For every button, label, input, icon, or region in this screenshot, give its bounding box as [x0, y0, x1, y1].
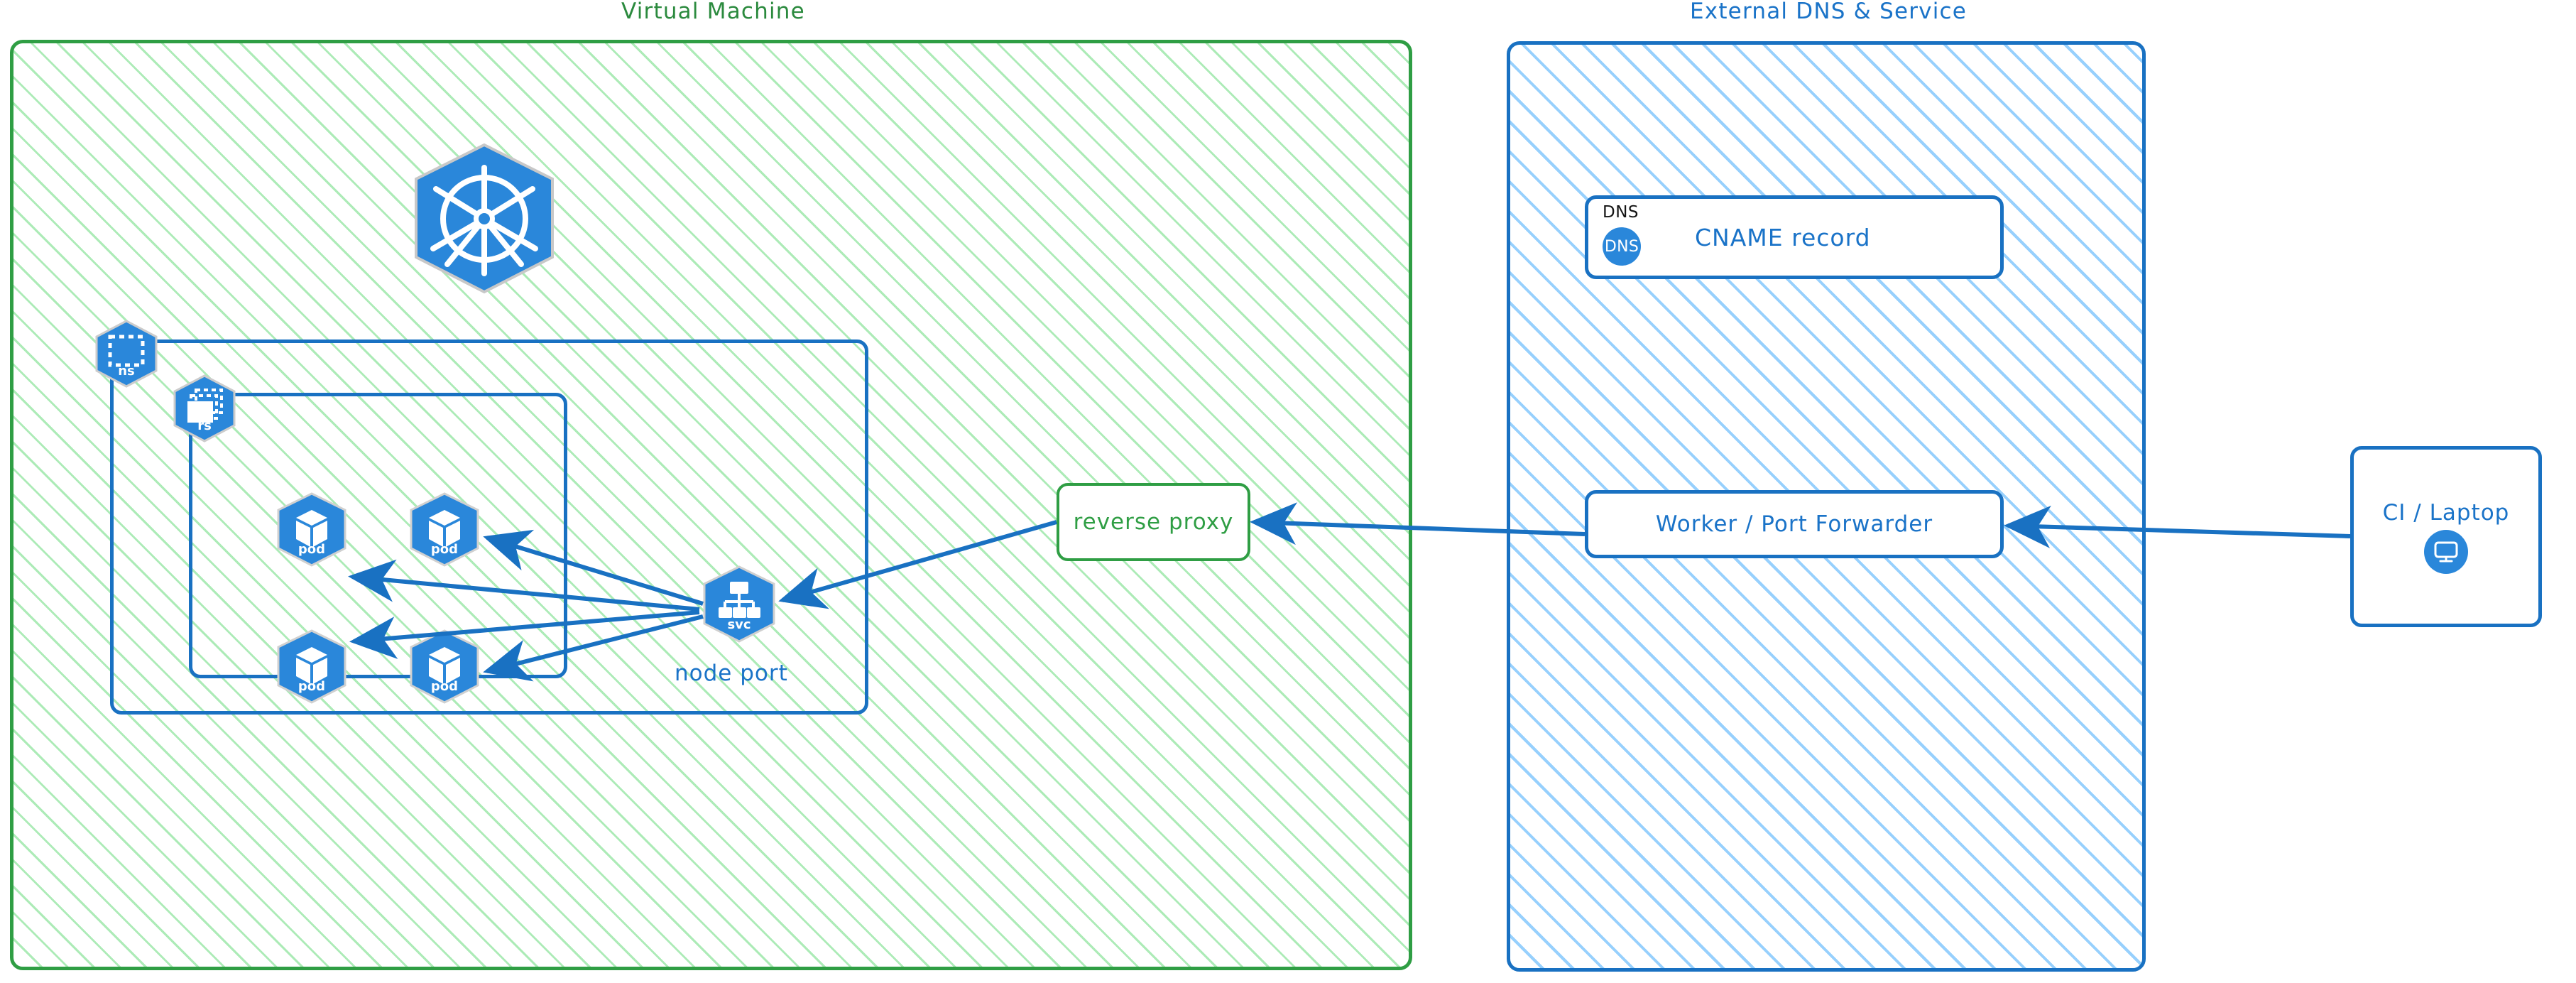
reverse-proxy-label: reverse proxy	[1073, 509, 1234, 535]
monitor-icon	[2424, 529, 2468, 574]
cname-record-label: CNAME record	[1695, 223, 1871, 251]
worker-port-forwarder-box[interactable]: Worker / Port Forwarder	[1585, 490, 2004, 558]
replicaset-container	[189, 393, 567, 678]
worker-port-forwarder-label: Worker / Port Forwarder	[1655, 511, 1933, 537]
node-port-caption: node port	[675, 661, 788, 686]
service-node: svc	[699, 565, 779, 644]
group-title-virtual-machine: Virtual Machine	[621, 0, 805, 24]
dns-card-tag: DNS	[1603, 203, 1639, 222]
ci-laptop-label: CI / Laptop	[2382, 499, 2510, 526]
group-title-external-dns-service: External DNS & Service	[1690, 0, 1968, 24]
reverse-proxy-box[interactable]: reverse proxy	[1057, 483, 1250, 561]
ci-laptop-box[interactable]: CI / Laptop	[2350, 446, 2542, 627]
pod-node-2: pod	[406, 492, 483, 568]
pod-node-3: pod	[273, 629, 350, 705]
replicaset-badge: rs	[170, 374, 239, 442]
dns-icon: DNS	[1603, 227, 1641, 266]
dns-record-card[interactable]: DNS DNS CNAME record	[1585, 195, 2004, 279]
namespace-badge: ns	[92, 320, 160, 388]
pod-node-1: pod	[273, 492, 350, 568]
kubernetes-logo-icon	[406, 142, 562, 295]
pod-node-4: pod	[406, 629, 483, 705]
